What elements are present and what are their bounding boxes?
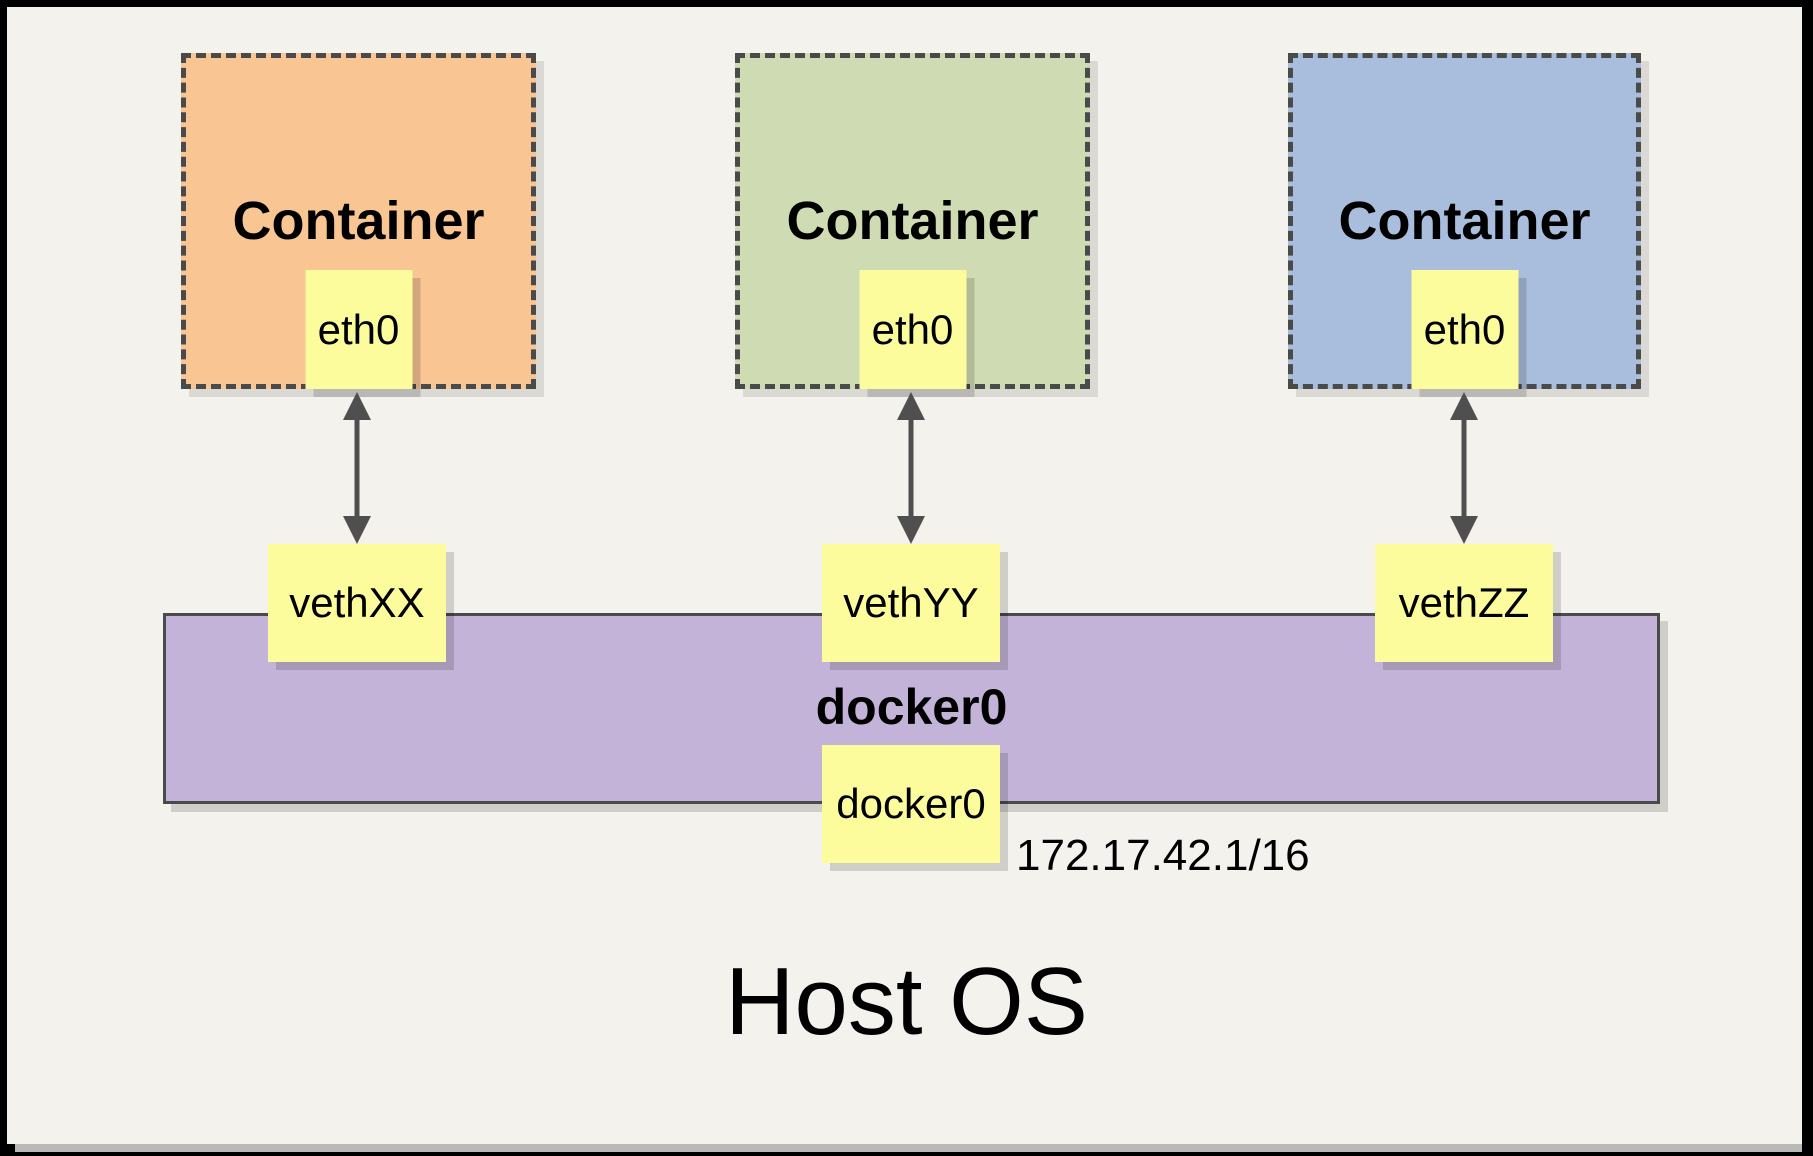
double-arrow-icon	[1450, 392, 1478, 544]
container-1-eth0-label: eth0	[317, 305, 400, 353]
container-2-eth0-label: eth0	[871, 305, 954, 353]
vethxx-label: vethXX	[289, 579, 425, 626]
container-box-3: Container eth0	[1288, 53, 1641, 389]
docker0-interface-label: docker0	[836, 780, 986, 827]
host-os-label: Host OS	[725, 948, 1088, 1055]
double-arrow-icon	[343, 392, 371, 544]
vethyy-label: vethYY	[843, 579, 979, 626]
container-3-label: Container	[1338, 191, 1591, 251]
docker0-bridge-label: docker0	[815, 679, 1008, 735]
container-box-1: Container eth0	[181, 53, 536, 389]
container-3-eth0-box: eth0	[1411, 270, 1518, 389]
container-1-label: Container	[232, 191, 485, 251]
vethzz-box: vethZZ	[1375, 544, 1553, 662]
container-2-eth0-box: eth0	[859, 270, 966, 389]
double-arrow-icon	[897, 392, 925, 544]
container-3-eth0-label: eth0	[1423, 305, 1506, 353]
docker0-interface-box: docker0	[822, 745, 1000, 863]
vethxx-box: vethXX	[268, 544, 446, 662]
vethyy-box: vethYY	[822, 544, 1000, 662]
bridge-ip-label: 172.17.42.1/16	[1016, 831, 1310, 880]
vethzz-label: vethZZ	[1398, 579, 1530, 626]
container-2-label: Container	[786, 191, 1039, 251]
container-box-2: Container eth0	[735, 53, 1090, 389]
panel-drop-shadow	[15, 1144, 1802, 1152]
container-1-eth0-box: eth0	[305, 270, 412, 389]
